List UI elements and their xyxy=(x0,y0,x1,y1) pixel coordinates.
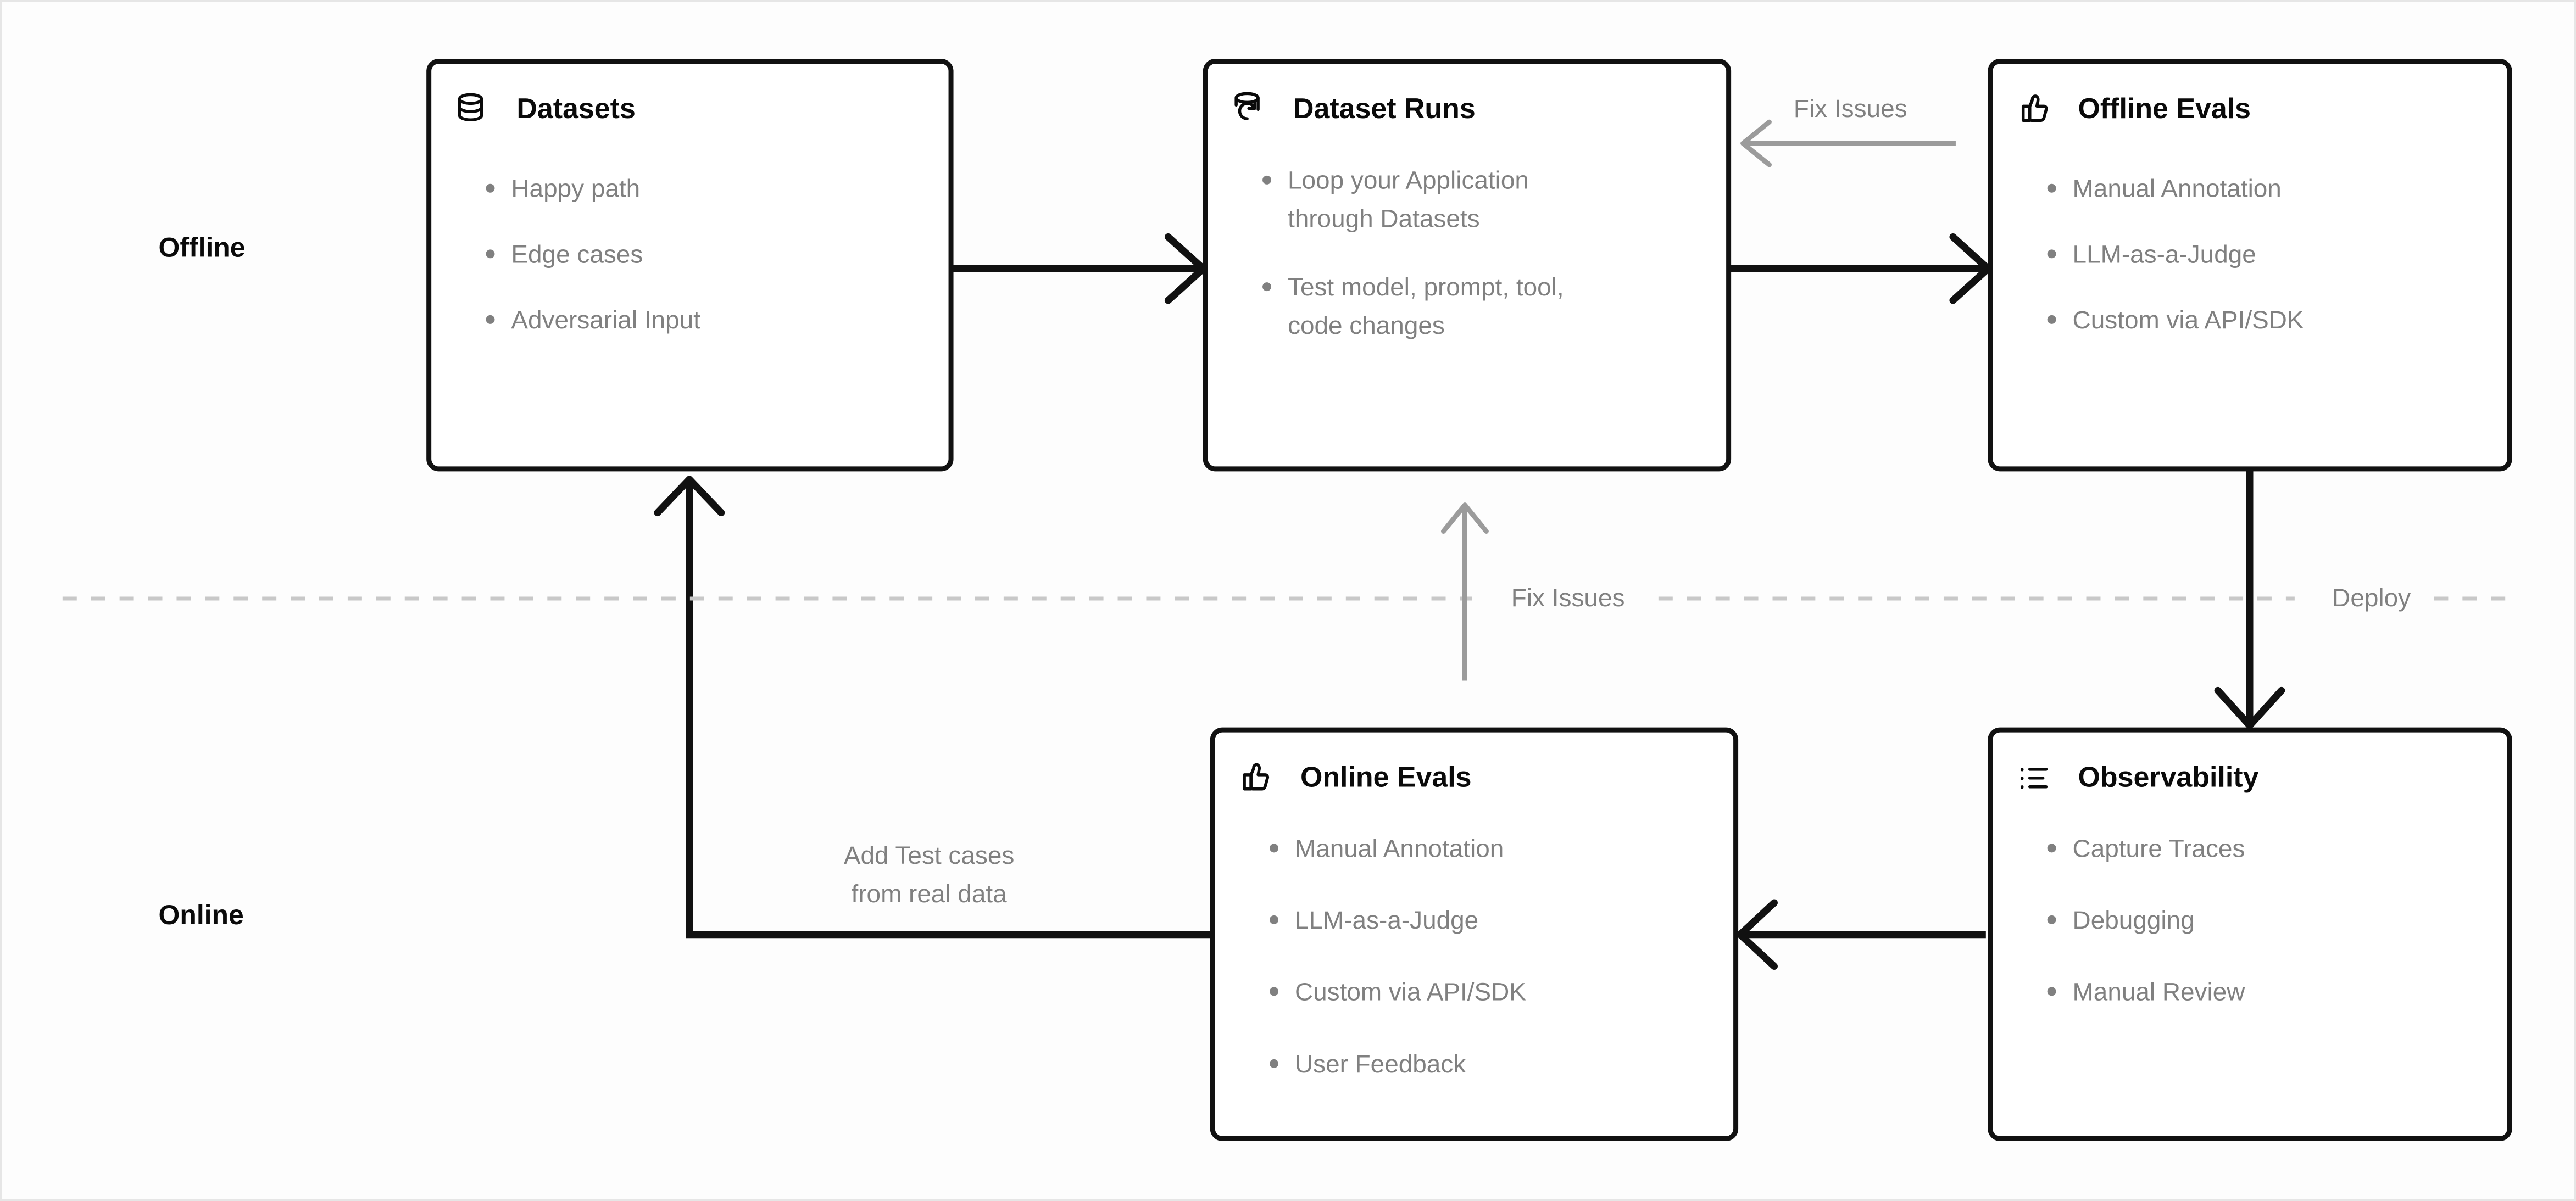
list-icon xyxy=(2020,768,2048,789)
section-label-online: Online xyxy=(159,900,244,930)
bullet-list: Capture Traces Debugging Manual Review xyxy=(2047,834,2246,1006)
bullet-item: Edge cases xyxy=(511,239,643,268)
edge-label-fix-issues-top: Fix Issues xyxy=(1794,94,1907,122)
bullet-list: Manual Annotation LLM-as-a-Judge Custom … xyxy=(2047,174,2304,334)
edge-label-fix-issues-mid: Fix Issues xyxy=(1511,583,1625,612)
node-datasets[interactable]: Datasets Happy path Edge cases Adversari… xyxy=(426,59,954,472)
edge-datasets-to-dataset-runs xyxy=(951,233,1207,304)
edge-deploy: Deploy xyxy=(2214,468,2432,729)
thumbs-up-icon xyxy=(1243,763,1270,791)
database-refresh-icon xyxy=(1234,92,1260,120)
bullet-item-line1: Loop your Application xyxy=(1288,166,1529,194)
node-offline-evals[interactable]: Offline Evals Manual Annotation LLM-as-a… xyxy=(1988,59,2512,472)
node-title: Datasets xyxy=(516,92,635,124)
edge-online-to-datasets xyxy=(654,476,1213,939)
database-icon xyxy=(458,93,483,121)
bullet-item: Custom via API/SDK xyxy=(2073,305,2304,334)
node-title: Dataset Runs xyxy=(1293,92,1476,124)
node-dataset-runs[interactable]: Dataset Runs Loop your Application throu… xyxy=(1203,59,1732,472)
node-online-evals[interactable]: Online Evals Manual Annotation LLM-as-a-… xyxy=(1210,727,1739,1141)
section-label-offline: Offline xyxy=(159,232,246,262)
edge-online-evals-fix-issues: Fix Issues xyxy=(1441,502,1653,681)
bullet-item-line2: through Datasets xyxy=(1288,204,1480,233)
bullet-item: Manual Annotation xyxy=(2073,174,2282,203)
bullet-item: Custom via API/SDK xyxy=(1295,977,1526,1006)
bullet-item: Capture Traces xyxy=(2073,834,2245,862)
thumbs-up-icon xyxy=(2021,94,2048,122)
bullet-list: Happy path Edge cases Adversarial Input xyxy=(486,174,700,334)
bullet-list: Manual Annotation LLM-as-a-Judge Custom … xyxy=(1270,834,1526,1078)
bullet-item: LLM-as-a-Judge xyxy=(1295,906,1478,934)
edge-dataset-runs-to-offline-evals xyxy=(1728,233,1992,304)
bullet-item: Manual Review xyxy=(2073,977,2246,1006)
bullet-item-line1: Test model, prompt, tool, xyxy=(1288,272,1564,301)
bullet-item: Adversarial Input xyxy=(511,305,700,334)
bullet-item: Manual Annotation xyxy=(1295,834,1504,862)
node-observability[interactable]: Observability Capture Traces Debugging M… xyxy=(1988,727,2512,1141)
edge-offline-evals-fix-issues: Fix Issues xyxy=(1740,94,1956,167)
edge-label-line2: from real data xyxy=(852,879,1008,908)
edge-observability-to-online-evals xyxy=(1737,899,1986,970)
bullet-item: Debugging xyxy=(2073,906,2195,934)
edge-label-deploy: Deploy xyxy=(2332,583,2411,612)
edge-label-line1: Add Test cases xyxy=(844,841,1014,869)
node-title: Offline Evals xyxy=(2078,92,2251,124)
node-title: Observability xyxy=(2078,761,2259,793)
bullet-item: User Feedback xyxy=(1295,1049,1466,1078)
bullet-list: Loop your Application through Datasets T… xyxy=(1262,166,1564,339)
edge-label-add-test-cases: Add Test cases from real data xyxy=(844,841,1014,908)
bullet-item-line2: code changes xyxy=(1288,311,1445,339)
bullet-item: LLM-as-a-Judge xyxy=(2073,239,2256,268)
node-title: Online Evals xyxy=(1300,761,1472,793)
bullet-item: Happy path xyxy=(511,174,640,203)
